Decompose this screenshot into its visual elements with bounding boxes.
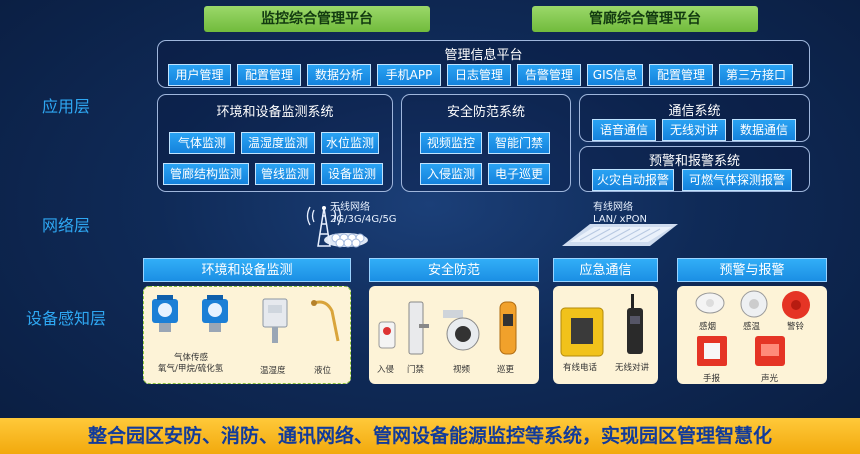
- door-access-label: 门禁: [407, 365, 425, 375]
- alarm-system-title: 预警和报警系统: [648, 154, 740, 169]
- mgmt-item-alarm[interactable]: 告警管理: [517, 64, 581, 86]
- device-emergency-box: 有线电话 无线对讲: [553, 286, 658, 384]
- alarm-system-panel: 预警和报警系统 火灾自动报警 可燃气体探测报警: [579, 146, 810, 192]
- manual-call-point-icon: [695, 334, 729, 372]
- mgmt-item-log[interactable]: 日志管理: [447, 64, 511, 86]
- wired-network-icon: [560, 222, 680, 248]
- mgmt-item-gis[interactable]: GIS信息: [587, 64, 643, 86]
- gas-sensor-label-2: 氧气/甲烷/硫化氢: [158, 364, 224, 374]
- wireless-network-title: 无线网络: [330, 202, 370, 213]
- gas-sensor-icon-2: [200, 295, 230, 339]
- alarm-item-gas-detect[interactable]: 可燃气体探测报警: [682, 169, 792, 191]
- device-alarm-box: 感烟 感温 警铃 手报 声光: [677, 286, 827, 384]
- security-item-patrol[interactable]: 电子巡更: [488, 163, 550, 185]
- env-item-equipment[interactable]: 设备监测: [321, 163, 383, 185]
- layer-label-network: 网络层: [42, 216, 91, 235]
- mgmt-item-config[interactable]: 配置管理: [237, 64, 301, 86]
- env-system-panel: 环境和设备监测系统 气体监测 温湿度监测 水位监测 管廊结构监测 管线监测 设备…: [157, 94, 393, 192]
- mgmt-item-app[interactable]: 手机APP: [377, 64, 441, 86]
- video-label: 视频: [453, 365, 471, 375]
- wired-network-sub: LAN/ xPON: [593, 214, 647, 225]
- gas-sensor-icon: [150, 295, 180, 339]
- layer-label-device: 设备感知层: [26, 309, 107, 328]
- mgmt-item-third-party[interactable]: 第三方接口: [719, 64, 793, 86]
- env-item-gas[interactable]: 气体监测: [169, 132, 235, 154]
- mgmt-item-config-2[interactable]: 配置管理: [649, 64, 713, 86]
- security-system-title: 安全防范系统: [446, 105, 525, 120]
- video-camera-icon: [439, 308, 485, 356]
- env-item-temp-humidity[interactable]: 温湿度监测: [241, 132, 315, 154]
- door-access-icon: [407, 300, 431, 360]
- comm-item-data[interactable]: 数据通信: [732, 119, 796, 141]
- device-alarm-head: 预警与报警: [677, 258, 827, 282]
- wired-phone-icon: [559, 306, 605, 362]
- liquid-level-label: 液位: [314, 366, 332, 376]
- security-item-video[interactable]: 视频监控: [420, 132, 482, 154]
- smoke-detector-label: 感烟: [699, 322, 717, 332]
- device-env-head: 环境和设备监测: [143, 258, 351, 282]
- comm-system-panel: 通信系统 语音通信 无线对讲 数据通信: [579, 94, 810, 142]
- device-emergency-head: 应急通信: [553, 258, 658, 282]
- wired-phone-label: 有线电话: [563, 363, 598, 373]
- device-env-box: 气体传感 氧气/甲烷/硫化氢 温湿度 液位: [143, 286, 351, 384]
- device-security-head: 安全防范: [369, 258, 539, 282]
- patrol-device-icon: [497, 300, 519, 360]
- mgmt-platform-panel: 管理信息平台 用户管理 配置管理 数据分析 手机APP 日志管理 告警管理 GI…: [157, 40, 810, 88]
- walkie-talkie-icon: [625, 294, 645, 360]
- mgmt-item-analysis[interactable]: 数据分析: [307, 64, 371, 86]
- security-item-intrusion[interactable]: 入侵监测: [420, 163, 482, 185]
- intrusion-detector-icon: [377, 320, 397, 354]
- comm-item-voice[interactable]: 语音通信: [592, 119, 656, 141]
- mgmt-platform-title: 管理信息平台: [444, 48, 523, 63]
- comm-system-title: 通信系统: [668, 104, 721, 119]
- monitor-platform-bar: 监控综合管理平台: [204, 6, 430, 32]
- liquid-level-sensor-icon: [308, 297, 344, 351]
- temp-humidity-sensor-icon: [260, 297, 290, 351]
- alarm-item-fire[interactable]: 火灾自动报警: [592, 169, 674, 191]
- alarm-bell-icon: [781, 290, 811, 324]
- footer-banner: 整合园区安防、消防、通讯网络、管网设备能源监控等系统，实现园区管理智慧化: [0, 418, 860, 454]
- heat-detector-label: 感温: [743, 322, 761, 332]
- env-item-water-level[interactable]: 水位监测: [321, 132, 379, 154]
- strobe-alarm-icon: [753, 334, 787, 372]
- security-item-access[interactable]: 智能门禁: [488, 132, 550, 154]
- wireless-network-sub: 2G/3G/4G/5G: [330, 214, 397, 225]
- wireless-tower-icon: [300, 200, 370, 250]
- layer-label-app: 应用层: [42, 97, 91, 116]
- env-system-title: 环境和设备监测系统: [216, 105, 334, 120]
- walkie-talkie-label: 无线对讲: [615, 363, 650, 373]
- device-security-box: 入侵 门禁 视频 巡更: [369, 286, 539, 384]
- smoke-detector-icon: [695, 292, 725, 318]
- temp-humidity-label: 温湿度: [260, 366, 286, 376]
- env-item-pipeline[interactable]: 管线监测: [255, 163, 315, 185]
- intrusion-label: 入侵: [377, 365, 395, 375]
- manual-call-point-label: 手报: [703, 374, 721, 384]
- comm-item-radio[interactable]: 无线对讲: [662, 119, 726, 141]
- patrol-label: 巡更: [497, 365, 515, 375]
- env-item-structure[interactable]: 管廊结构监测: [163, 163, 249, 185]
- pipe-gallery-platform-bar: 管廊综合管理平台: [532, 6, 758, 32]
- gas-sensor-label: 气体传感: [174, 353, 209, 363]
- mgmt-item-user[interactable]: 用户管理: [168, 64, 231, 86]
- heat-detector-icon: [739, 290, 769, 322]
- wired-network-title: 有线网络: [593, 202, 633, 213]
- alarm-bell-label: 警铃: [787, 322, 805, 332]
- security-system-panel: 安全防范系统 视频监控 智能门禁 入侵监测 电子巡更: [401, 94, 571, 192]
- strobe-alarm-label: 声光: [761, 374, 779, 384]
